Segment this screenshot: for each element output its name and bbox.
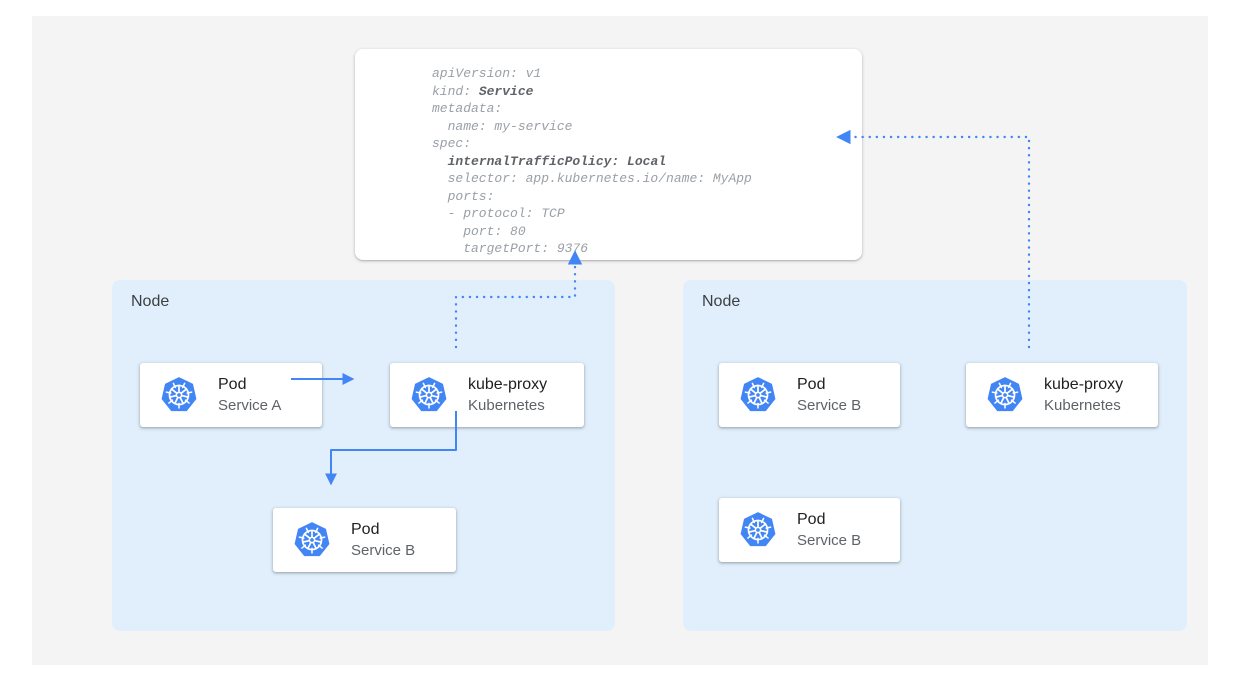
card-subtitle: Service A (218, 396, 282, 414)
node-box-left: Node (112, 280, 615, 631)
card-subtitle: Service B (797, 396, 862, 414)
card-subtitle: Kubernetes (1044, 396, 1121, 414)
card-title: Pod (797, 375, 826, 393)
kubernetes-icon (986, 376, 1024, 414)
node-label-right: Node (702, 293, 741, 310)
card-title: Pod (218, 375, 247, 393)
card-pod-service-b-right-bottom[interactable]: Pod Service B (719, 498, 900, 562)
kubernetes-icon (293, 521, 331, 559)
card-kube-proxy-left[interactable]: kube-proxy Kubernetes (390, 363, 584, 427)
node-label-left: Node (131, 293, 170, 310)
kubernetes-icon (160, 376, 198, 414)
card-subtitle: Kubernetes (468, 396, 545, 414)
kubernetes-icon (739, 376, 777, 414)
kubernetes-icon (739, 511, 777, 549)
card-subtitle: Service B (797, 531, 862, 549)
card-title: kube-proxy (468, 375, 548, 393)
card-title: Pod (351, 520, 380, 538)
card-kube-proxy-right[interactable]: kube-proxy Kubernetes (966, 363, 1158, 427)
card-pod-service-b-left[interactable]: Pod Service B (273, 508, 456, 572)
card-pod-service-b-right-top[interactable]: Pod Service B (719, 363, 900, 427)
card-title: kube-proxy (1044, 375, 1124, 393)
kubernetes-icon (410, 376, 448, 414)
card-title: Pod (797, 510, 826, 528)
card-subtitle: Service B (351, 541, 416, 559)
card-pod-service-a[interactable]: Pod Service A (140, 363, 322, 427)
node-box-right: Node (683, 280, 1187, 631)
